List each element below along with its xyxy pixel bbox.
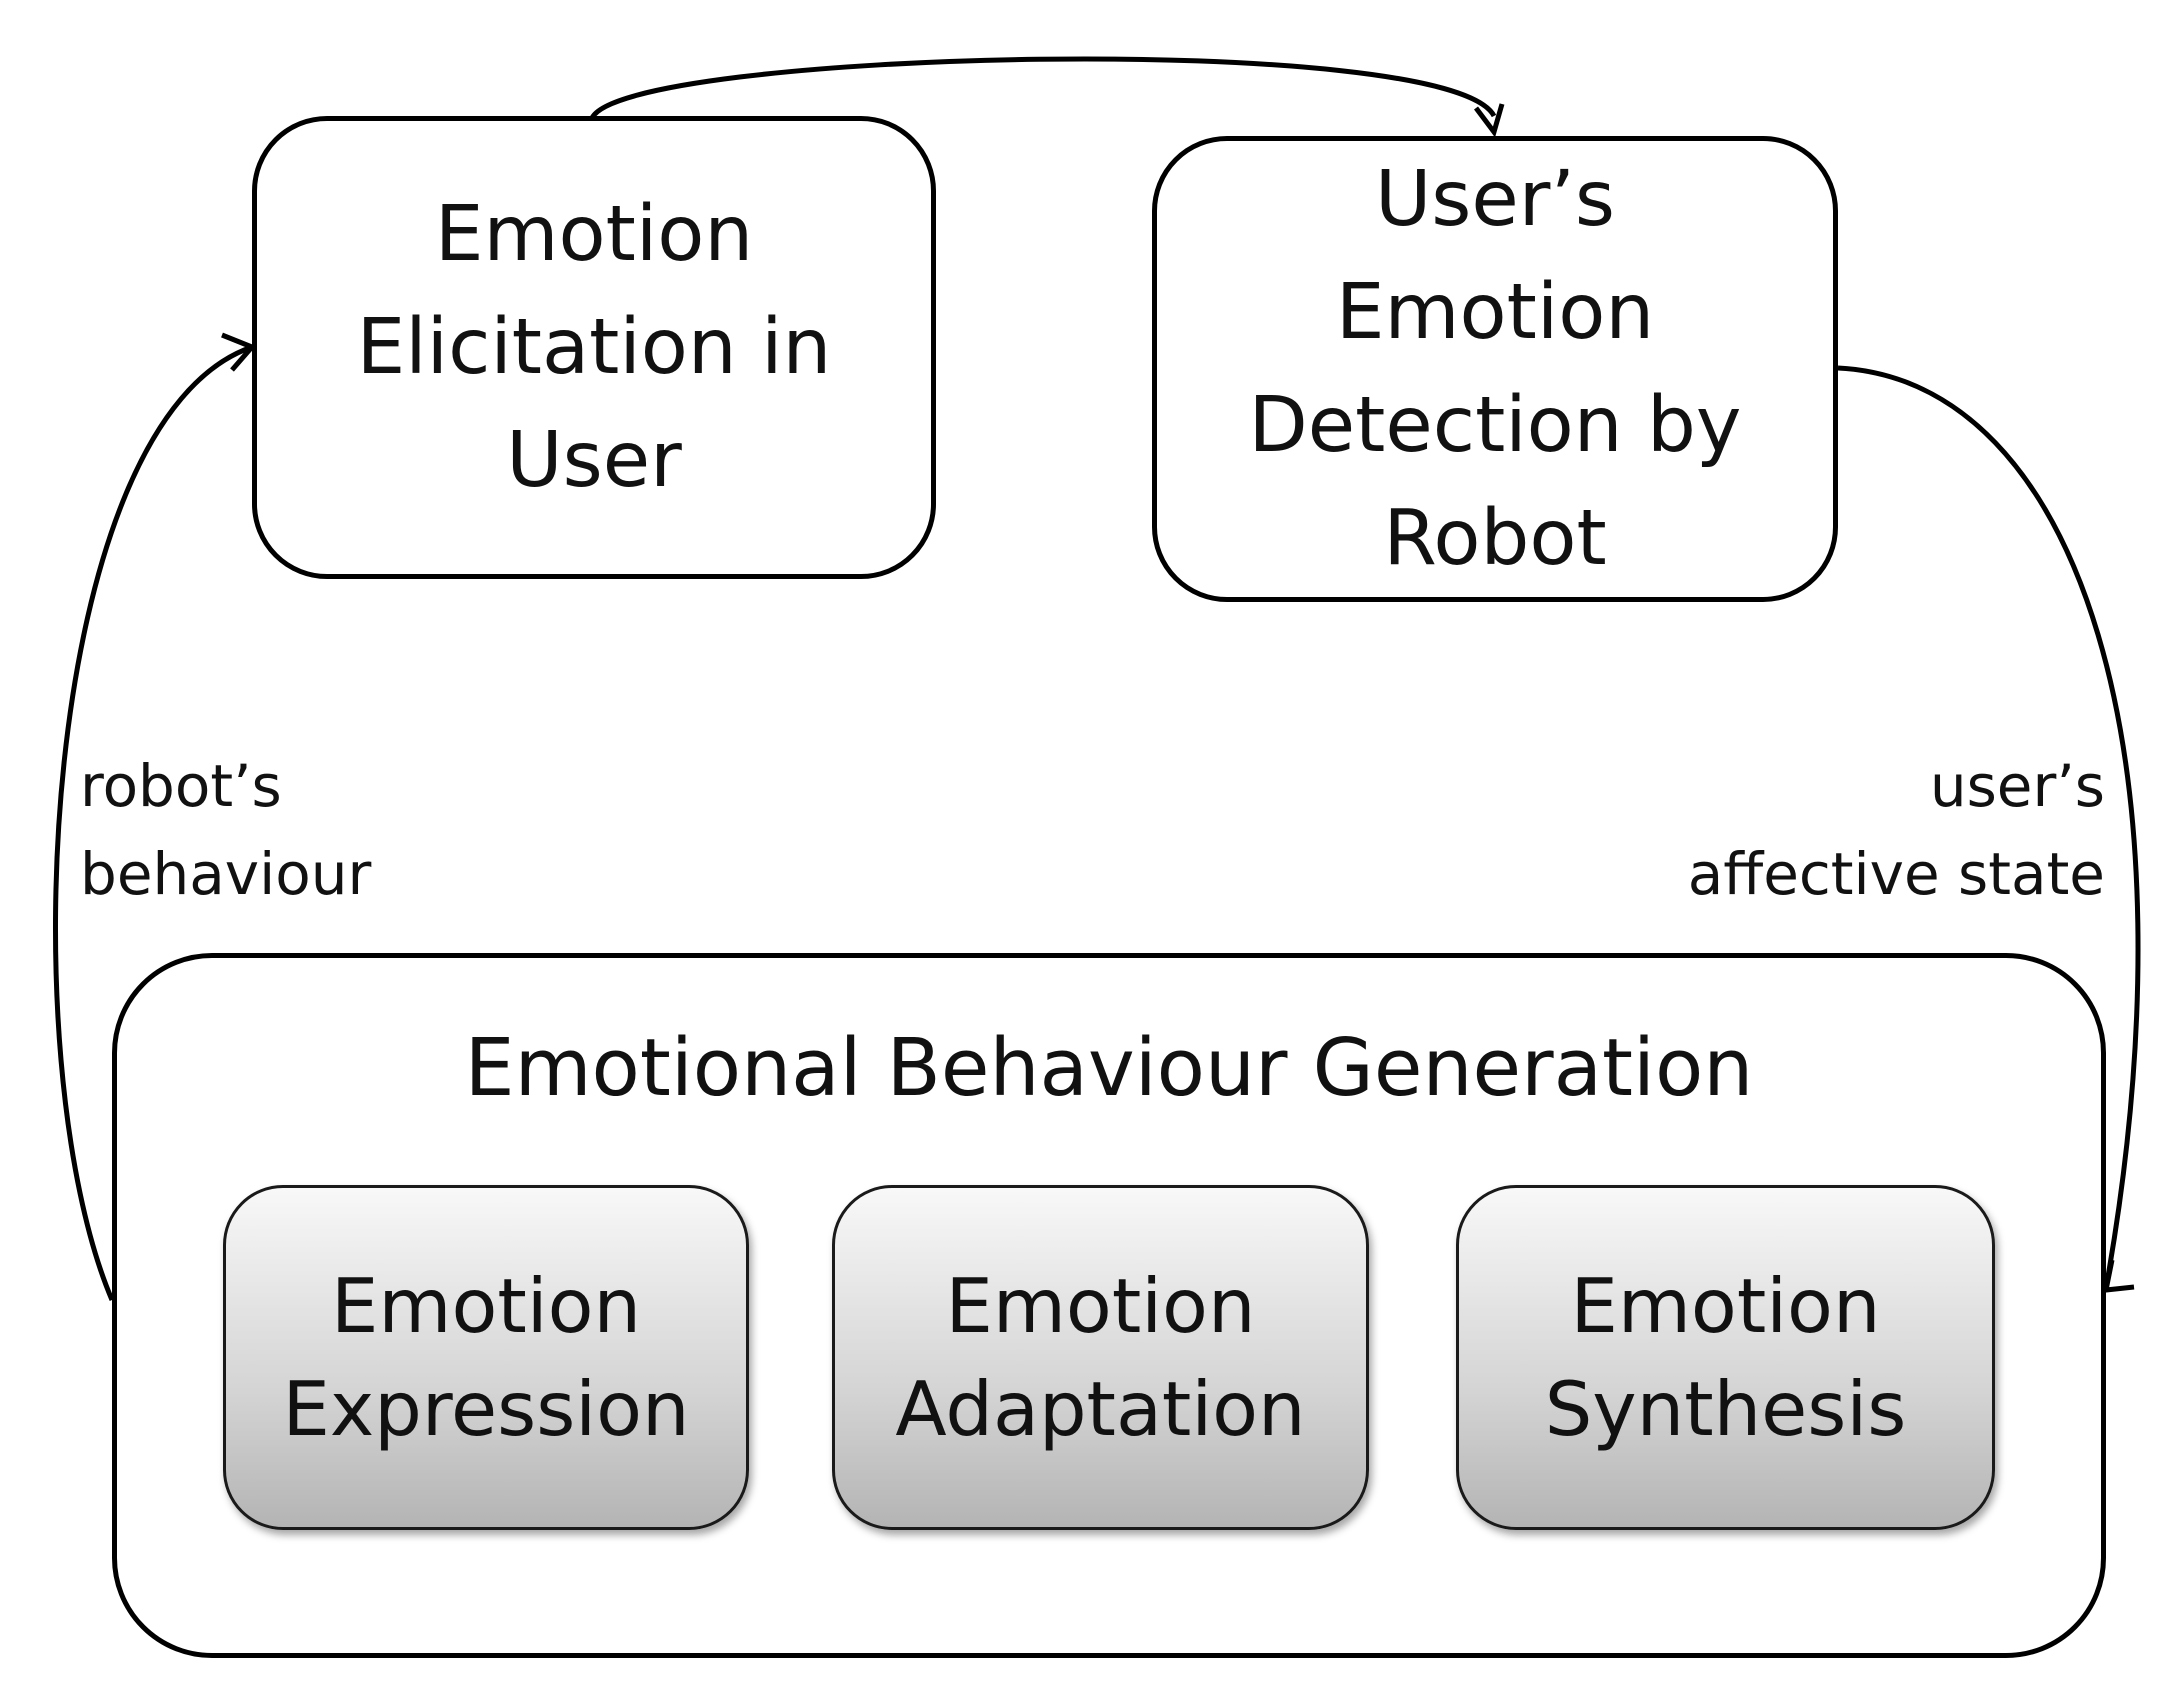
emotion-expression-box: Emotion Expression xyxy=(223,1185,749,1530)
user-affective-state-label: user’s affective state xyxy=(1687,752,2105,908)
emotional-behaviour-generation-title: Emotional Behaviour Generation xyxy=(464,1022,1754,1114)
arrow-head-generation xyxy=(2102,1259,2135,1293)
emotion-synthesis-label: Emotion Synthesis xyxy=(1544,1261,1907,1453)
arrow-elicitation-to-detection xyxy=(589,56,1497,120)
emotion-elicitation-box: Emotion Elicitation in User xyxy=(252,116,936,579)
robot-behaviour-label: robot’s behaviour xyxy=(80,752,372,908)
emotion-elicitation-label: Emotion Elicitation in User xyxy=(356,190,832,505)
arrow-generation-to-elicitation xyxy=(53,344,253,1301)
emotion-detection-box: User’s Emotion Detection by Robot xyxy=(1152,136,1838,602)
emotion-synthesis-box: Emotion Synthesis xyxy=(1456,1185,1995,1530)
emotion-adaptation-label: Emotion Adaptation xyxy=(895,1261,1306,1453)
arrow-detection-to-generation xyxy=(1837,365,2141,1289)
emotion-expression-label: Emotion Expression xyxy=(282,1261,690,1453)
emotion-detection-label: User’s Emotion Detection by Robot xyxy=(1248,155,1742,583)
arrow-head-detection xyxy=(1474,103,1505,138)
emotion-adaptation-box: Emotion Adaptation xyxy=(832,1185,1369,1530)
